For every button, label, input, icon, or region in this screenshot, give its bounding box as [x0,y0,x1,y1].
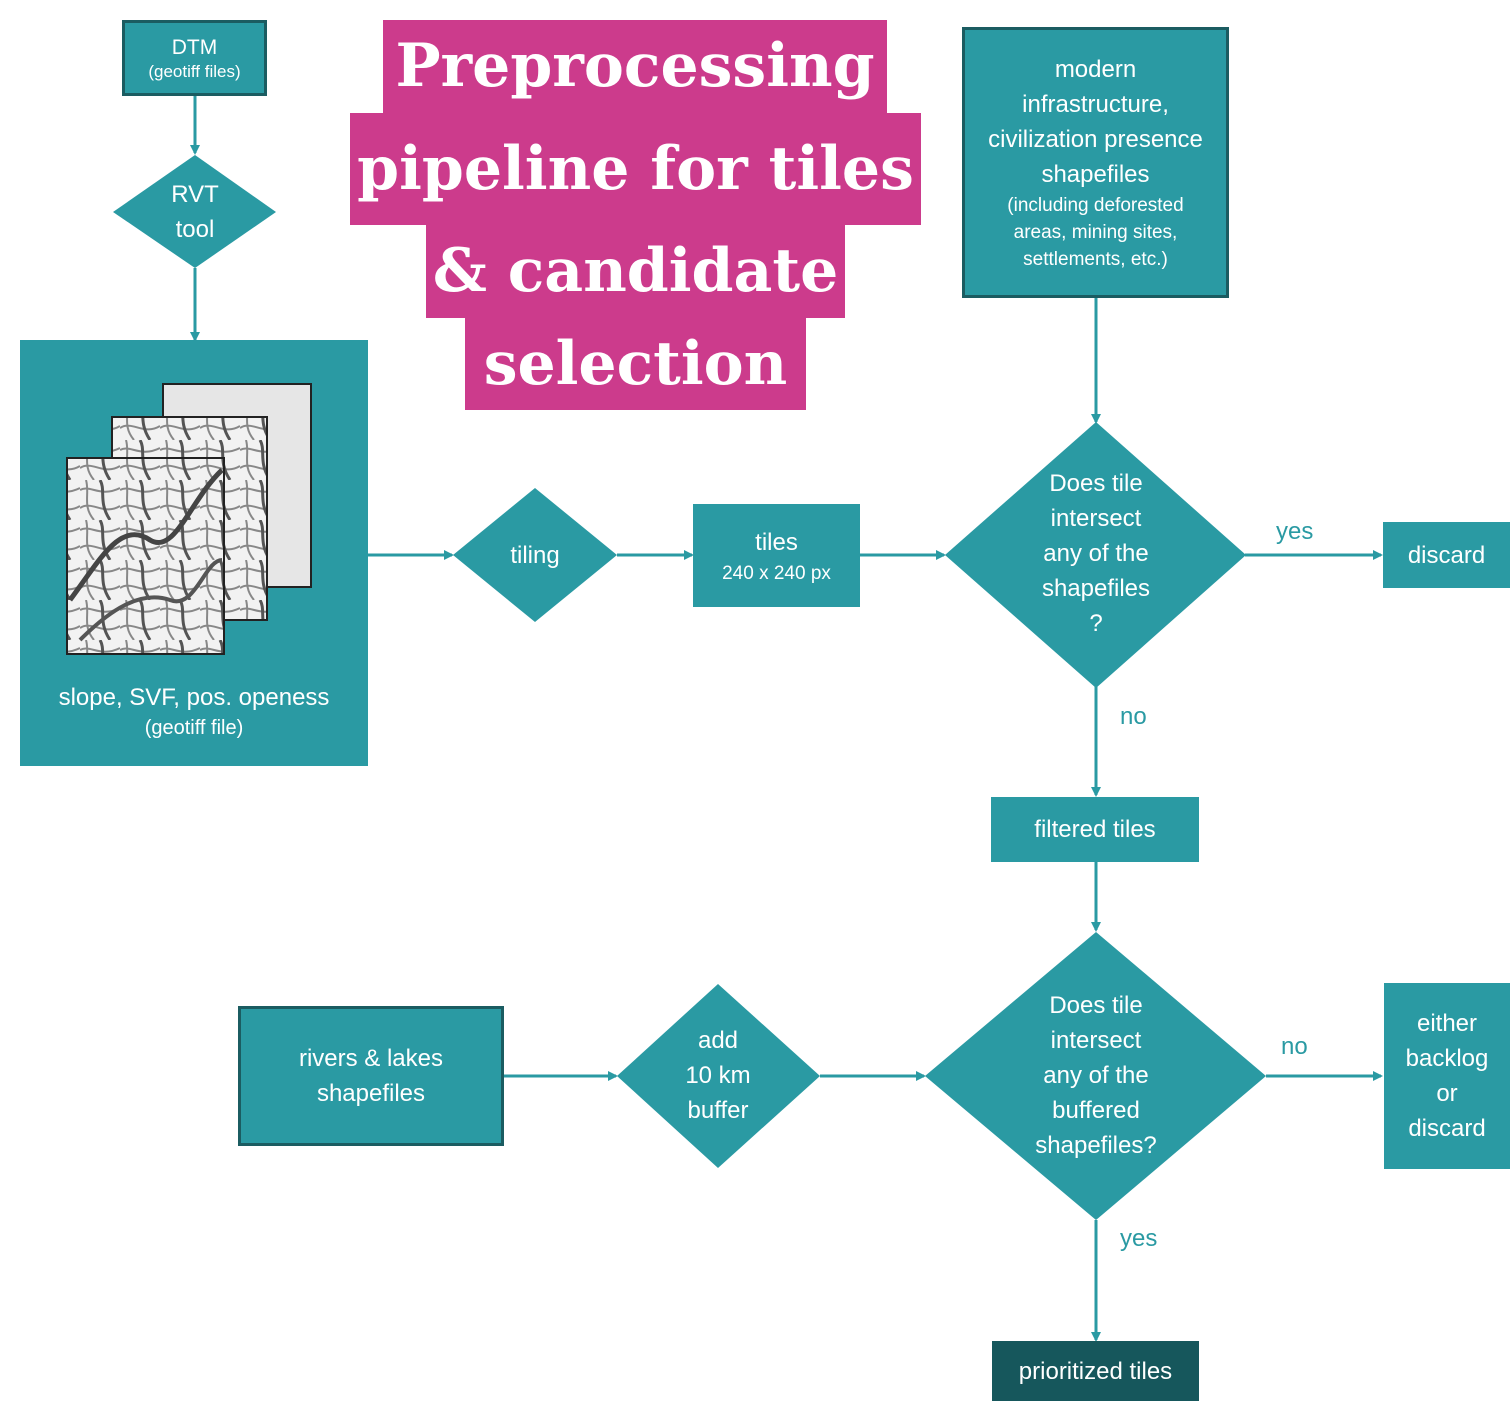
tiling-label: tiling [510,542,560,569]
buffer-line-3: buffer [687,1097,749,1124]
rvt-output-sublabel: (geotiff file) [144,717,244,739]
rivers-line-2: shapefiles [316,1080,426,1107]
buffer-label: add 10 km buffer [653,1023,783,1128]
decision1-line-4: shapefiles [1041,575,1151,602]
backlog-line-3: or [1436,1080,1458,1107]
tiles-sublabel: 240 x 240 px [722,562,831,584]
rvt-label-line-1: RVT [171,181,219,208]
tiles-node: tiles 240 x 240 px [693,504,860,607]
decision2-line-4: buffered [1052,1097,1140,1124]
infra-subline-2: areas, mining sites, [1013,222,1178,243]
backlog-line-4: discard [1408,1115,1486,1142]
rvt-label-line-2: tool [175,216,215,243]
buffer-diamond [617,984,820,1168]
decision2-line-2: intersect [1050,1027,1142,1054]
backlog-node: either backlog or discard [1384,983,1510,1169]
rvt-tool-diamond [113,155,276,268]
decision1-line-5: ? [1089,610,1103,637]
infra-subline-1: (including deforested [1007,195,1184,216]
rvt-output-title: slope, SVF, pos. openess [58,684,330,711]
decision1-line-3: any of the [1043,540,1149,567]
title-line-4: selection [465,318,806,410]
buffer-line-1: add [697,1027,739,1054]
edge-label-yes-discard: yes [1276,518,1314,545]
infra-line-2: infrastructure, [1022,91,1169,118]
title-line-1: Preprocessing [383,20,887,113]
rvt-label: RVT tool [133,177,257,247]
discard-label: discard [1407,541,1486,569]
decision2-line-1: Does tile [1049,992,1143,1019]
prioritized-tiles-label: prioritized tiles [1018,1357,1173,1385]
rivers-line-1: rivers & lakes [298,1045,444,1072]
dtm-label: DTM [171,35,218,59]
decision1-diamond [945,422,1246,688]
decision1-line-2: intersect [1050,505,1142,532]
decision2-diamond [925,932,1266,1220]
tiling-diamond [453,488,617,622]
title-line-3: & candidate [426,225,845,318]
edge-label-no-filtered: no [1120,703,1147,730]
tiles-label: tiles [755,528,798,556]
terrain-image-stack [66,383,312,655]
backlog-line-1: either [1416,1010,1478,1037]
dtm-node: DTM (geotiff files) [122,20,267,96]
rivers-lakes-node: rivers & lakes shapefiles [238,1006,504,1146]
prioritized-tiles-node: prioritized tiles [992,1341,1199,1401]
decision2-line-3: any of the [1043,1062,1149,1089]
edge-label-no-backlog: no [1281,1033,1308,1060]
infra-subline-3: settlements, etc.) [1023,249,1168,270]
infra-line-3: civilization presence [988,126,1203,153]
filtered-tiles-node: filtered tiles [991,797,1199,862]
buffer-line-2: 10 km [685,1062,751,1089]
title-line-2: pipeline for tiles [350,113,921,225]
infrastructure-node: modern infrastructure, civilization pres… [962,27,1229,298]
decision2-line-5: shapefiles? [1035,1132,1157,1159]
dtm-sublabel: (geotiff files) [148,61,241,81]
filtered-tiles-label: filtered tiles [1034,816,1156,843]
infra-line-1: modern [1054,56,1137,83]
backlog-line-2: backlog [1405,1045,1489,1072]
edge-label-yes-prioritized: yes [1120,1225,1158,1252]
rvt-output-label: slope, SVF, pos. openess (geotiff file) [20,680,368,741]
decision1-label: Does tile intersect any of the shapefile… [1006,466,1186,641]
infra-line-4: shapefiles [1041,161,1150,188]
decision1-line-1: Does tile [1049,470,1143,497]
discard-node: discard [1383,522,1510,588]
decision2-label: Does tile intersect any of the buffered … [1000,988,1192,1163]
